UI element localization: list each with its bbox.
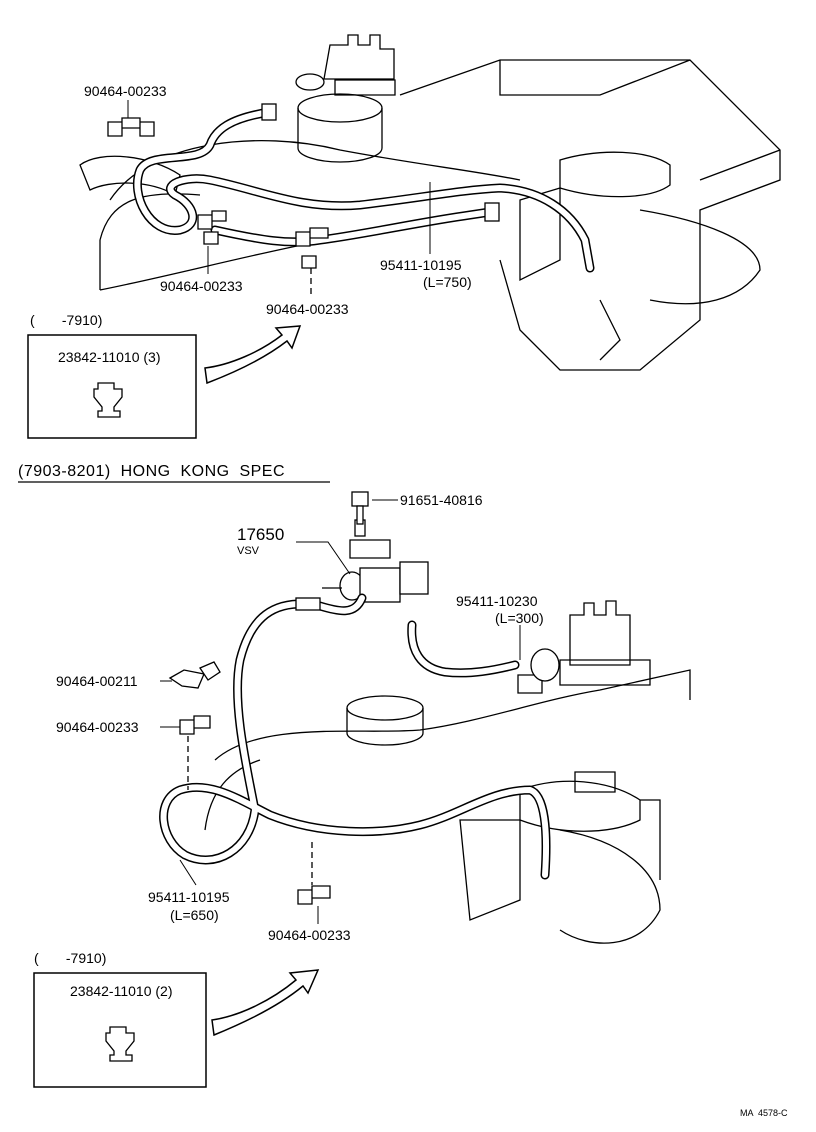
lower-inset-range: ( -7910) (34, 950, 106, 966)
upper-hose-95411-10195 (132, 103, 595, 273)
vsv-valve-icon (322, 519, 429, 603)
lower-clip-d-label: 90464-00211 (56, 673, 138, 689)
upper-clip-b-label: 90464-00233 (160, 278, 243, 294)
lower-bolt-label: 91651-40816 (400, 492, 483, 508)
lower-engine-drawing (204, 600, 691, 944)
lower-heading: (7903-8201) HONG KONG SPEC (18, 463, 285, 480)
vsv-part-label: 17650 (237, 525, 284, 544)
lower-inset-arrow-icon (211, 969, 320, 1037)
upper-inset-box (27, 334, 197, 439)
upper-clip-c-icon (295, 227, 329, 269)
lower-hose-length-label: (L=650) (170, 907, 219, 923)
lower-hose-95411-10195 (159, 593, 551, 880)
upper-inset-arrow-icon (204, 325, 302, 385)
lower-hose-part-label: 95411-10195 (148, 889, 230, 905)
upper-hose-part-label: 95411-10195 (380, 257, 462, 273)
lower-clip-e-icon (179, 715, 211, 735)
footer-code: MA 4578-C (740, 1108, 788, 1118)
upper-clip-b-icon (197, 210, 227, 245)
lower-hose-95411-10230 (407, 620, 560, 694)
upper-clip-a-label: 90464-00233 (84, 83, 167, 99)
lower-clip-f-icon (297, 885, 331, 905)
upper-inset-part-label: 23842-11010 (3) (58, 349, 160, 365)
upper-clip-a-icon (107, 117, 155, 137)
vsv-label: VSV (237, 545, 260, 557)
upper-inset-clip-icon (93, 382, 123, 418)
lower-inset-box (33, 972, 207, 1088)
upper-clip-c-label: 90464-00233 (266, 301, 349, 317)
upper-hose-length-label: (L=750) (423, 274, 472, 290)
lower-clip-e-label: 90464-00233 (56, 719, 139, 735)
lower-bolt-icon (351, 491, 369, 525)
lower-inset-part-label: 23842-11010 (2) (70, 983, 172, 999)
lower-clip-f-label: 90464-00233 (268, 927, 351, 943)
lower-inset-clip-icon (105, 1026, 135, 1062)
lower-short-hose-length-label: (L=300) (495, 610, 544, 626)
upper-inset-range: ( -7910) (30, 312, 102, 328)
lower-clip-d-icon (168, 661, 221, 689)
lower-short-hose-part-label: 95411-10230 (456, 593, 538, 609)
